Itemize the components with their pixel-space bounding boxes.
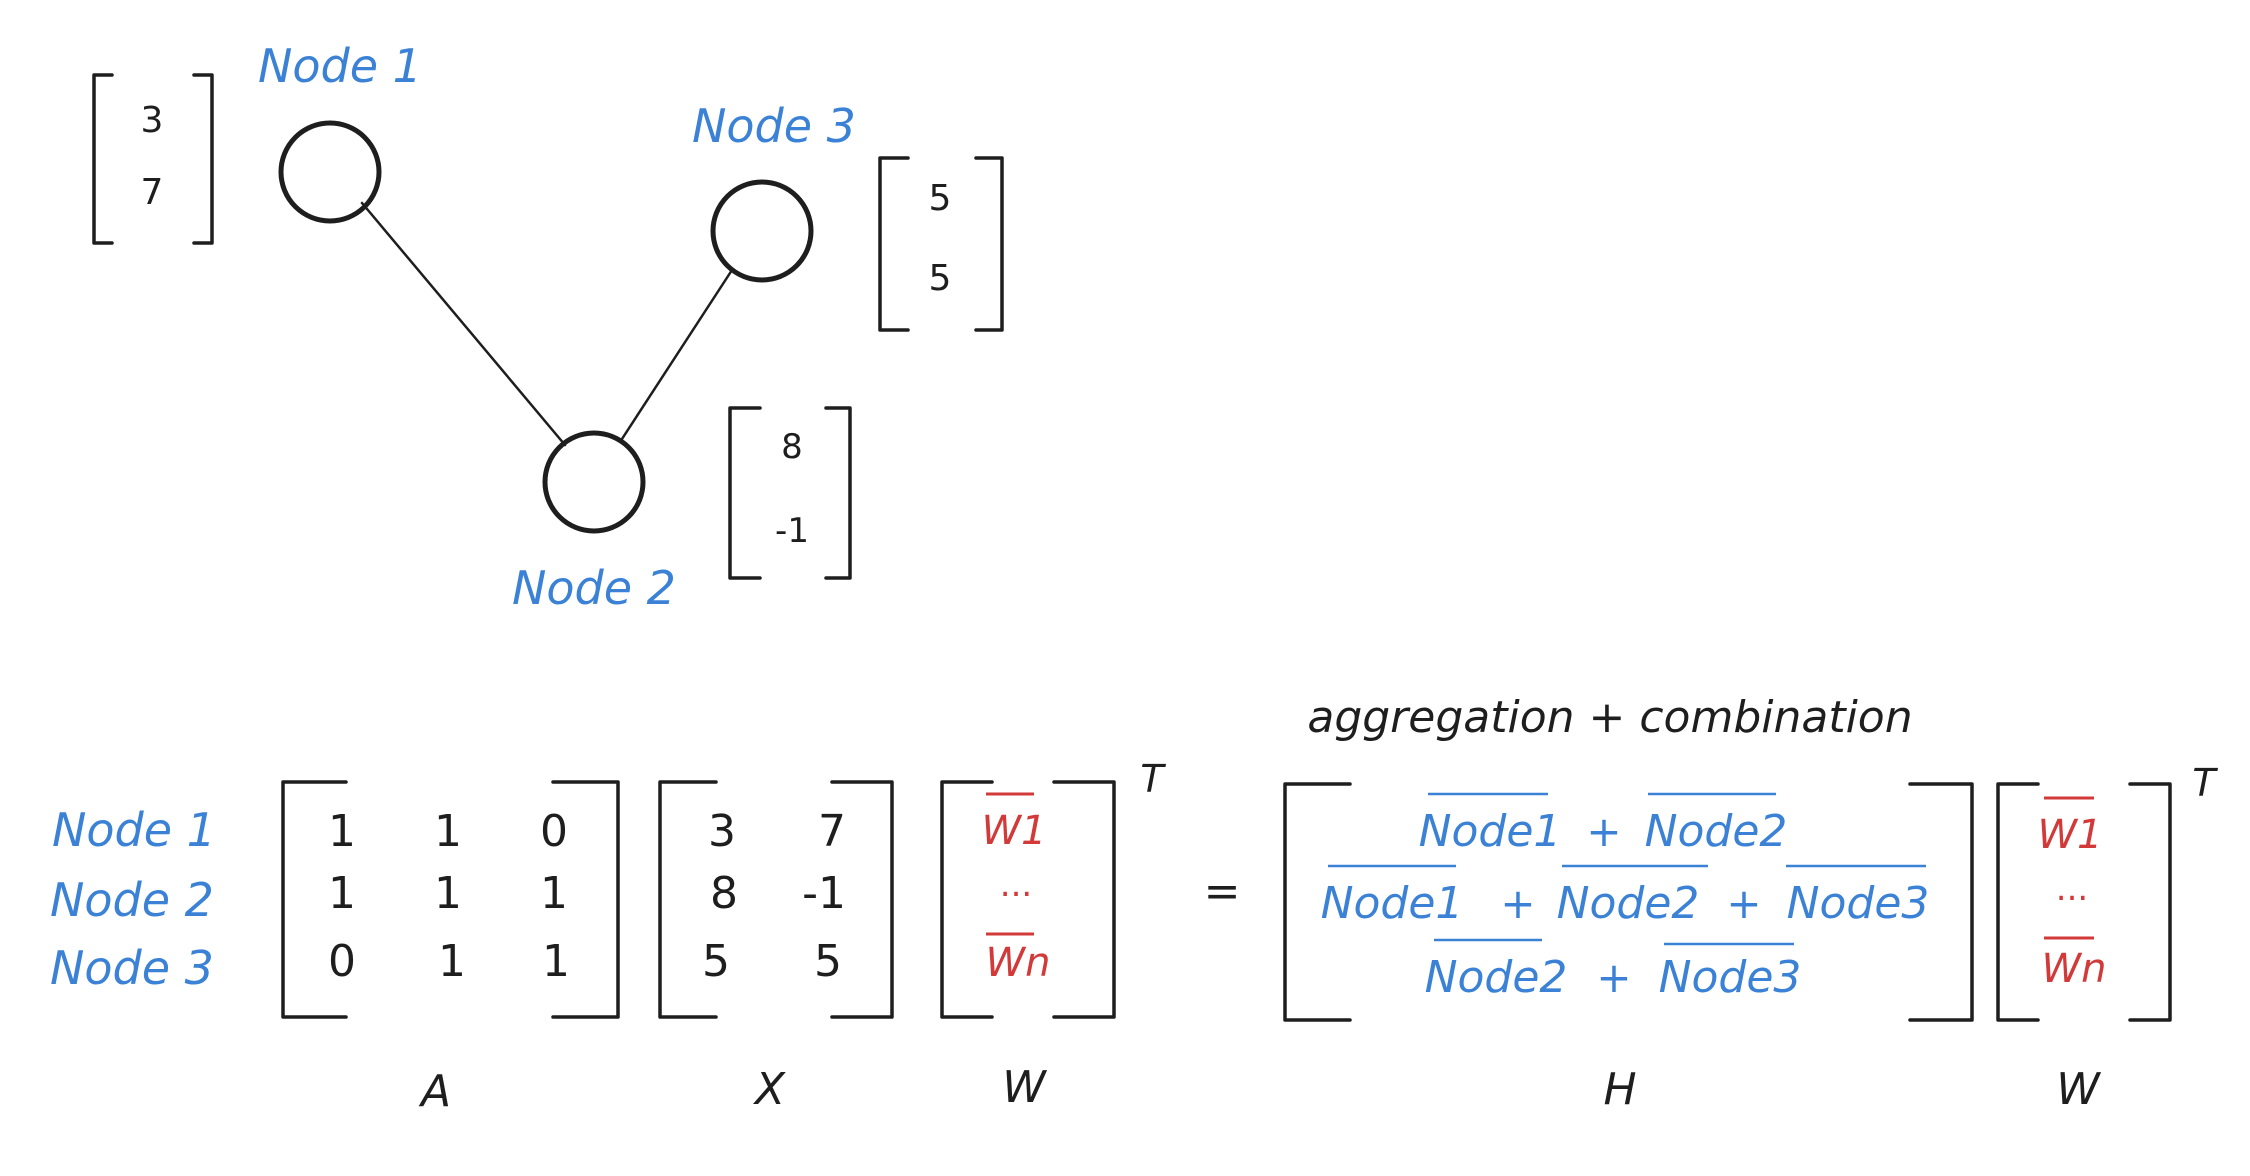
matrix-w-left-label: W: [1002, 1062, 1047, 1113]
edge-node1-node2: [360, 201, 567, 447]
h-row-3-term-1: Node2: [1425, 952, 1568, 1003]
right-bracket: [830, 780, 894, 1019]
h-row-1-plus: +: [1586, 807, 1621, 856]
equation: Node 1 Node 2 Node 3 1 1 0 1 1 1 0 1 1 A…: [50, 692, 2218, 1117]
a-cell-2-2: 1: [434, 868, 462, 919]
h-row-3-plus: +: [1596, 953, 1631, 1002]
a-cell-2-3: 1: [540, 868, 568, 919]
left-bracket: [92, 73, 114, 245]
h-row-2-term-1: Node1: [1321, 878, 1464, 929]
node-1-circle: [278, 120, 382, 224]
left-bracket: [1996, 782, 2040, 1022]
a-cell-3-1: 0: [328, 936, 356, 987]
x-cell-3-1: 5: [702, 936, 730, 987]
node-3-circle: [710, 179, 814, 283]
matrix-w-transpose-left: W1 ... Wn T W: [940, 757, 1166, 1113]
w-right-entry-1: W1: [2038, 812, 2103, 858]
w-left-entry-n: Wn: [986, 940, 1051, 986]
row-label-node-3: Node 3: [50, 941, 214, 995]
w-right-entry-ellipsis: ...: [2056, 869, 2088, 909]
left-bracket: [658, 780, 718, 1019]
right-bracket: [1052, 780, 1116, 1019]
x-cell-3-2: 5: [814, 936, 842, 987]
node-2-circle: [542, 430, 646, 534]
h-row-2-plus-1: +: [1500, 879, 1535, 928]
row-label-node-2: Node 2: [50, 873, 214, 927]
a-cell-1-2: 1: [434, 806, 462, 857]
node-3-feature-vector: 5 5: [878, 156, 1004, 332]
node-2-label: Node 2: [512, 561, 676, 615]
edge-node2-node3: [618, 268, 734, 444]
left-bracket: [281, 780, 348, 1019]
right-bracket: [1908, 782, 1974, 1022]
matrix-a: 1 1 0 1 1 1 0 1 1 A: [281, 780, 620, 1117]
node-1-feature-vector: 3 7: [92, 73, 214, 245]
graph: Node 1 3 7 Node 3 5 5 Node 2 8 -1: [92, 39, 1004, 615]
a-cell-3-3: 1: [542, 936, 570, 987]
h-row-1-term-2: Node2: [1645, 806, 1788, 857]
equals-sign: =: [1204, 866, 1241, 917]
x-cell-1-2: 7: [818, 806, 846, 857]
row-label-node-1: Node 1: [52, 803, 216, 857]
left-bracket: [878, 156, 910, 332]
h-row-1-term-1: Node1: [1419, 806, 1562, 857]
x-cell-2-1: 8: [710, 868, 738, 919]
x-cell-1-1: 3: [708, 806, 736, 857]
matrix-w-right-label: W: [2056, 1064, 2101, 1115]
w-left-entry-1: W1: [982, 808, 1047, 854]
aggregation-caption: aggregation + combination: [1307, 692, 1912, 743]
node-1-feature-2: 7: [141, 172, 164, 213]
a-cell-1-3: 0: [540, 806, 568, 857]
a-cell-2-1: 1: [328, 868, 356, 919]
node-2-feature-1: 8: [781, 427, 803, 467]
h-row-2-plus-2: +: [1726, 879, 1761, 928]
left-bracket: [728, 406, 762, 580]
matrix-x: 3 7 8 -1 5 5 X: [658, 780, 894, 1115]
node-3-feature-1: 5: [929, 178, 952, 219]
x-cell-2-2: -1: [802, 868, 846, 919]
node-1-label: Node 1: [258, 39, 422, 93]
right-bracket: [824, 406, 852, 580]
right-bracket: [551, 780, 620, 1019]
node-2-feature-vector: 8 -1: [728, 406, 852, 580]
transpose-superscript: T: [2192, 761, 2218, 805]
left-bracket: [940, 780, 994, 1019]
right-bracket: [2128, 782, 2172, 1022]
h-row-2-term-2: Node2: [1557, 878, 1700, 929]
matrix-h-label: H: [1603, 1064, 1636, 1115]
transpose-superscript: T: [1140, 757, 1166, 801]
h-row-3-term-2: Node3: [1659, 952, 1802, 1003]
w-left-entry-ellipsis: ...: [1000, 865, 1032, 905]
left-bracket: [1283, 782, 1352, 1022]
a-cell-1-1: 1: [328, 806, 356, 857]
matrix-h: aggregation + combination Node1 + Node2 …: [1283, 692, 1974, 1115]
w-right-entry-n: Wn: [2042, 946, 2107, 992]
node-3-label: Node 3: [692, 99, 856, 153]
right-bracket: [974, 156, 1004, 332]
matrix-w-transpose-right: W1 ... Wn T W: [1996, 761, 2218, 1115]
node-2-feature-2: -1: [775, 511, 809, 551]
h-row-2-term-3: Node3: [1787, 878, 1930, 929]
node-3-feature-2: 5: [929, 258, 952, 299]
a-cell-3-2: 1: [438, 936, 466, 987]
matrix-x-label: X: [753, 1064, 786, 1115]
matrix-a-label: A: [418, 1066, 451, 1117]
right-bracket: [192, 73, 214, 245]
node-1-feature-1: 3: [141, 100, 164, 141]
